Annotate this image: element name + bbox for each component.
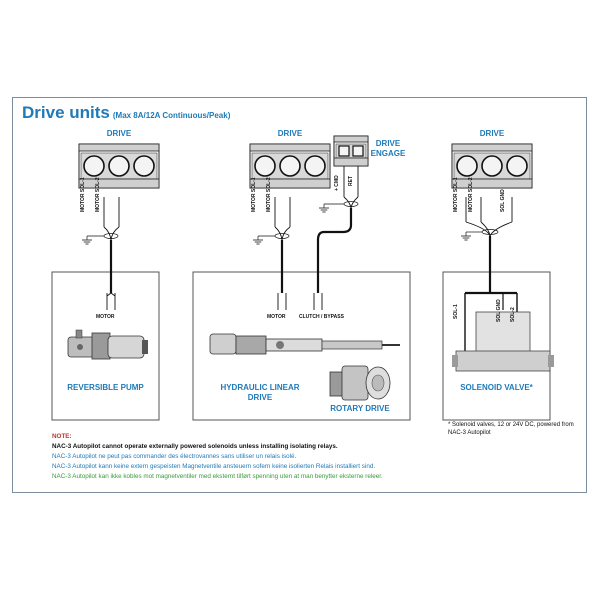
solenoid-valve-label: SOLENOID VALVE* xyxy=(460,383,533,392)
middle-term1-label: MOTOR SOL-1 xyxy=(251,177,257,212)
right-term3-label: SOL GND xyxy=(500,189,506,212)
note-label: NOTE: xyxy=(52,433,72,440)
right-ground-icon xyxy=(460,231,472,241)
left-term2-label: MOTOR SOL-2 xyxy=(95,177,101,212)
middle-term2-label: MOTOR SOL-2 xyxy=(266,177,272,212)
note-norwegian: NAC-3 Autopilot kan ikke kobles mot magn… xyxy=(52,473,383,480)
engage-term1-label: + CMD xyxy=(334,175,340,191)
middle-drive-terminal xyxy=(249,143,331,189)
engage-ground-icon xyxy=(318,203,330,213)
solgnd-wire-label: SOL GND xyxy=(496,299,502,322)
note-german: NAC-3 Autopilot kann keine extern gespei… xyxy=(52,463,376,470)
solenoid-valve-image xyxy=(452,311,554,372)
left-drive-header: DRIVE xyxy=(106,129,132,138)
hydraulic-linear-drive-label: HYDRAULIC LINEAR DRIVE xyxy=(220,383,300,402)
title-sub: (Max 8A/12A Continuous/Peak) xyxy=(112,111,231,120)
drive-engage-header: DRIVE ENGAGE xyxy=(370,139,406,158)
clutch-cable xyxy=(313,166,359,310)
note-french: NAC-3 Autopilot ne peut pas commander de… xyxy=(52,453,297,460)
diagram-title: Drive units(Max 8A/12A Continuous/Peak) xyxy=(22,103,230,123)
middle-drive-header: DRIVE xyxy=(277,129,303,138)
left-ground-icon xyxy=(81,235,93,245)
reversible-pump-image xyxy=(67,329,148,360)
right-drive-terminal xyxy=(451,143,533,189)
right-term2-label: MOTOR SOL-2 xyxy=(468,177,474,212)
middle-ground-icon xyxy=(252,235,264,245)
drive-engage-terminal xyxy=(333,135,369,167)
clutch-wire-label: CLUTCH / BYPASS xyxy=(299,314,344,320)
rotary-drive-label: ROTARY DRIVE xyxy=(330,404,390,413)
engage-term2-label: RET xyxy=(348,176,354,186)
reversible-pump-label: REVERSIBLE PUMP xyxy=(67,383,144,392)
left-term1-label: MOTOR SOL-1 xyxy=(80,177,86,212)
middle-motor-wire-label: MOTOR xyxy=(267,314,286,320)
sol2-wire-label: SOL-2 xyxy=(510,307,516,322)
solenoid-footnote: * Solenoid valves, 12 or 24V DC, powered… xyxy=(448,422,574,436)
hydraulic-linear-drive-image xyxy=(209,333,400,355)
note-english: NAC-3 Autopilot cannot operate externall… xyxy=(52,443,338,450)
rotary-drive-image xyxy=(329,365,391,401)
right-cable xyxy=(464,197,518,363)
notes-block: NOTE: NAC-3 Autopilot cannot operate ext… xyxy=(52,432,383,482)
right-term1-label: MOTOR SOL-1 xyxy=(453,177,459,212)
title-main: Drive units xyxy=(22,103,110,122)
middle-motor-cable xyxy=(258,197,291,310)
right-drive-header: DRIVE xyxy=(479,129,505,138)
left-drive-terminal xyxy=(78,143,160,189)
left-cable xyxy=(87,197,120,310)
left-motor-wire-label: MOTOR xyxy=(96,314,115,320)
sol1-wire-label: SOL-1 xyxy=(453,304,459,319)
